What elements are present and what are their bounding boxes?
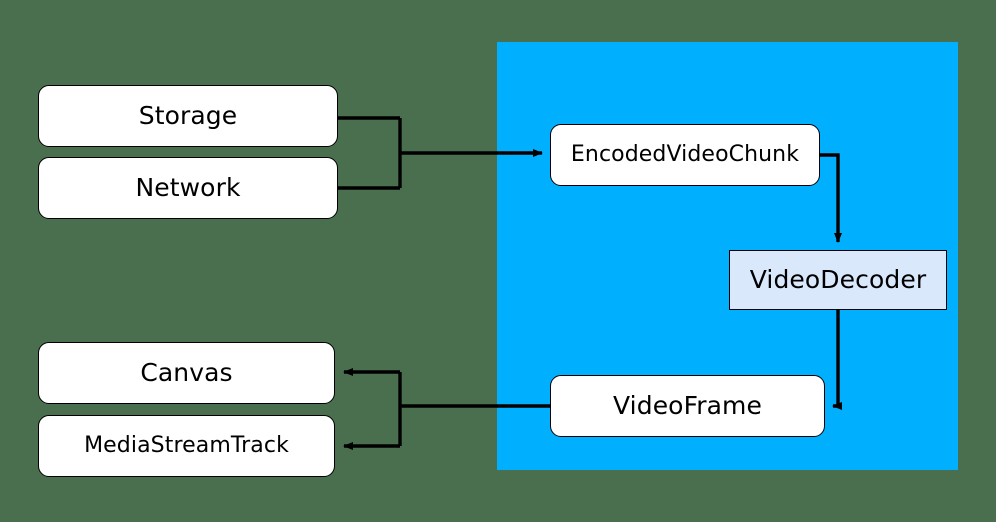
node-videoframe[interactable]: VideoFrame [550,375,825,437]
node-encodedvideochunk-label: EncodedVideoChunk [570,141,800,167]
node-encodedvideochunk[interactable]: EncodedVideoChunk [550,124,820,186]
node-videoframe-label: VideoFrame [613,391,762,421]
node-storage[interactable]: Storage [38,85,338,147]
node-network[interactable]: Network [38,157,338,219]
node-mediastreamtrack[interactable]: MediaStreamTrack [38,415,335,477]
node-videodecoder-label: VideoDecoder [749,265,927,295]
node-mediastreamtrack-label: MediaStreamTrack [84,432,289,458]
node-videodecoder[interactable]: VideoDecoder [729,250,947,310]
node-storage-label: Storage [138,101,238,131]
node-network-label: Network [135,173,241,203]
node-canvas-label: Canvas [140,358,233,388]
node-canvas[interactable]: Canvas [38,342,335,404]
